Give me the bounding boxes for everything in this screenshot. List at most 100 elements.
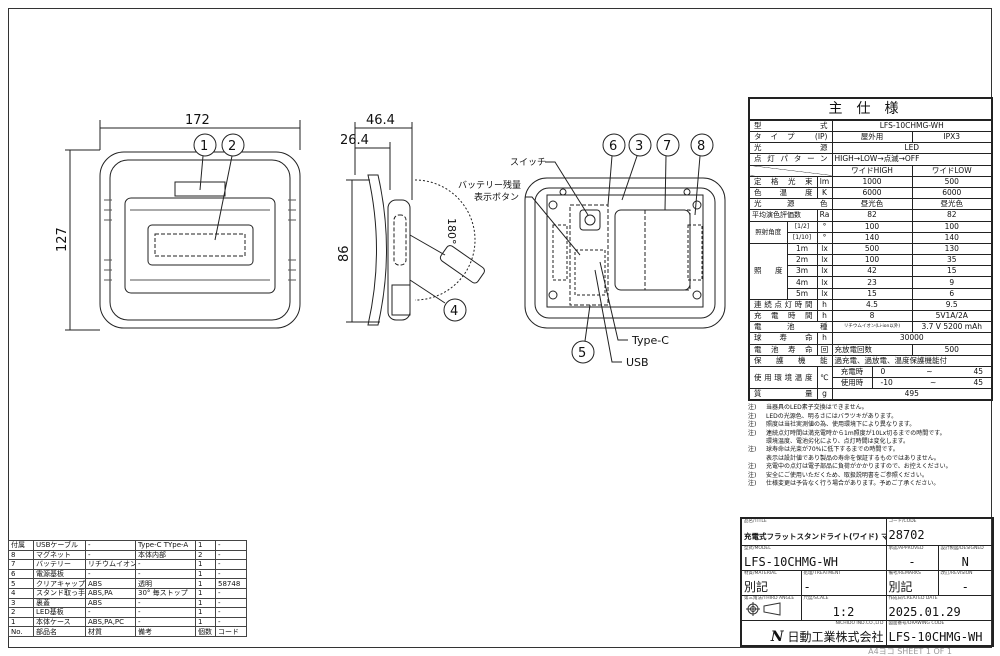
note-text: 表示は設計値であり製品の寿命を保証するものではありません。 (766, 454, 940, 462)
spec-value: 35 (911, 254, 993, 267)
spec-label: 電池寿命 (748, 343, 818, 356)
parts-cell: リチウムイオン (85, 559, 136, 570)
spec-value: 屋外用 (831, 130, 913, 144)
spec-value: 昼光色 (911, 198, 993, 211)
note-line: 注)当器具のLED素子交換はできません。 (748, 404, 993, 412)
spec-label: 型式 (748, 119, 833, 132)
company-logo: N (770, 628, 784, 645)
temp-max: 45 (973, 367, 983, 377)
parts-cell: 1 (195, 587, 216, 599)
note-mark: 注) (748, 412, 757, 420)
spec-value: 6000 (911, 186, 993, 200)
spec-unit: lx (816, 276, 833, 289)
parts-cell: 1 (195, 568, 216, 580)
spec-value: 9 (911, 276, 993, 289)
spec-unit: ° (816, 231, 833, 244)
parts-cell: 6 (8, 568, 34, 580)
sheet-info: A4ヨコ SHEET 1 OF 1 (868, 646, 952, 656)
dim-height: 127 (55, 227, 70, 252)
note-line: 注)LEDの光源色、明るさにはバラツキがあります。 (748, 413, 993, 421)
front-view: 172 127 1 2 (55, 113, 301, 331)
spec-value: 1000 (831, 175, 913, 188)
note-line: 環境温度、電池劣化により、点灯時間は変化します。 (748, 438, 993, 446)
parts-cell: 1 (195, 607, 216, 618)
parts-cell: Type-C TYpe-A (135, 540, 196, 551)
spec-value: 過充電、過放電、温度保護機能付 (831, 354, 993, 367)
spec-value: 100 (831, 254, 913, 267)
spec-unit: lx (816, 287, 833, 300)
scale-caption: 尺度/SCALE (803, 595, 829, 601)
spec-title: 主仕様 (748, 97, 993, 121)
parts-cell: 1 (195, 559, 216, 570)
designed-value: N (961, 554, 969, 569)
parts-cell: 備考 (135, 626, 196, 637)
dim-width: 172 (185, 113, 210, 128)
dim-depth2: 26.4 (340, 133, 369, 148)
company-name: 日動工業株式会社 (787, 629, 884, 644)
spec-unit: lx (816, 265, 833, 278)
balloon-2: 2 (228, 139, 236, 154)
spec-unit: Ra (816, 209, 833, 222)
temp-sep: ~ (929, 378, 937, 388)
parts-cell: 付属 (8, 540, 34, 551)
parts-cell: ABS,PA,PC (85, 616, 136, 628)
parts-cell: 1 (195, 597, 216, 609)
parts-cell: 1 (195, 540, 216, 551)
note-mark: 注) (748, 479, 757, 487)
spec-value: 6 (911, 287, 993, 300)
parts-cell: クリアキャップ (33, 578, 86, 589)
parts-cell: 8 (8, 549, 34, 561)
back-view: 6 3 7 8 5 スイッチ バッテリー残量 表示ボタン Type-C USB (458, 133, 726, 369)
parts-cell: - (215, 607, 247, 618)
parts-cell: 7 (8, 559, 34, 570)
parts-cell: - (135, 568, 196, 580)
parts-cell: 4 (8, 587, 34, 599)
label-battery-button: 表示ボタン (474, 191, 519, 203)
spec-sub: 充電時 (831, 365, 873, 379)
parts-cell: No. (8, 626, 34, 637)
spec-diagonal-cell (748, 164, 833, 177)
note-mark: 注) (748, 446, 757, 454)
approved-value: - (908, 554, 916, 569)
balloon-3: 3 (635, 139, 643, 154)
spec-value: LED (831, 142, 993, 155)
spec-value: 500 (911, 175, 993, 188)
note-line: 注)照度は当社実測値の為、使用環境下により異なります。 (748, 421, 993, 429)
parts-cell: - (85, 607, 136, 618)
spec-value: 3.7 V 5200 mAh (911, 321, 993, 334)
created-date: 2025.01.29 (888, 604, 961, 619)
spec-value: 9.5 (911, 298, 993, 312)
spec-value: 4.5 (831, 298, 913, 312)
spec-unit: 回 (816, 343, 833, 356)
parts-cell: ABS,PA (85, 587, 136, 599)
remarks-caption: 備考/REMARKS (888, 570, 921, 576)
spec-label: 球寿命 (748, 332, 818, 345)
treatment-value: - (803, 579, 811, 594)
parts-cell: - (135, 616, 196, 628)
spec-unit: g (816, 388, 833, 401)
product-code: 28702 (888, 528, 925, 542)
spec-sub: 使用時 (831, 377, 873, 390)
parts-cell: - (215, 616, 247, 628)
code-caption: コード/CODE (888, 519, 917, 524)
spec-value: 15 (911, 265, 993, 278)
parts-cell: - (135, 607, 196, 618)
revision-value: - (961, 579, 969, 594)
spec-sub: 3m (786, 265, 818, 278)
parts-cell: 1 (195, 616, 216, 628)
spec-value: 100 (911, 220, 993, 233)
note-text: 球寿命は光束が70%に低下するまでの時間です。 (766, 446, 899, 454)
spec-label: 質量 (748, 388, 818, 401)
drawing-code: LFS-10CHMG-WH (888, 629, 983, 644)
spec-value: 23 (831, 276, 913, 289)
temp-max: 45 (973, 378, 983, 388)
parts-cell: 電源基板 (33, 568, 86, 580)
parts-cell: USBケーブル (33, 540, 86, 551)
drawing-code-caption: 図面番号/DRAWING CODE (888, 620, 945, 626)
